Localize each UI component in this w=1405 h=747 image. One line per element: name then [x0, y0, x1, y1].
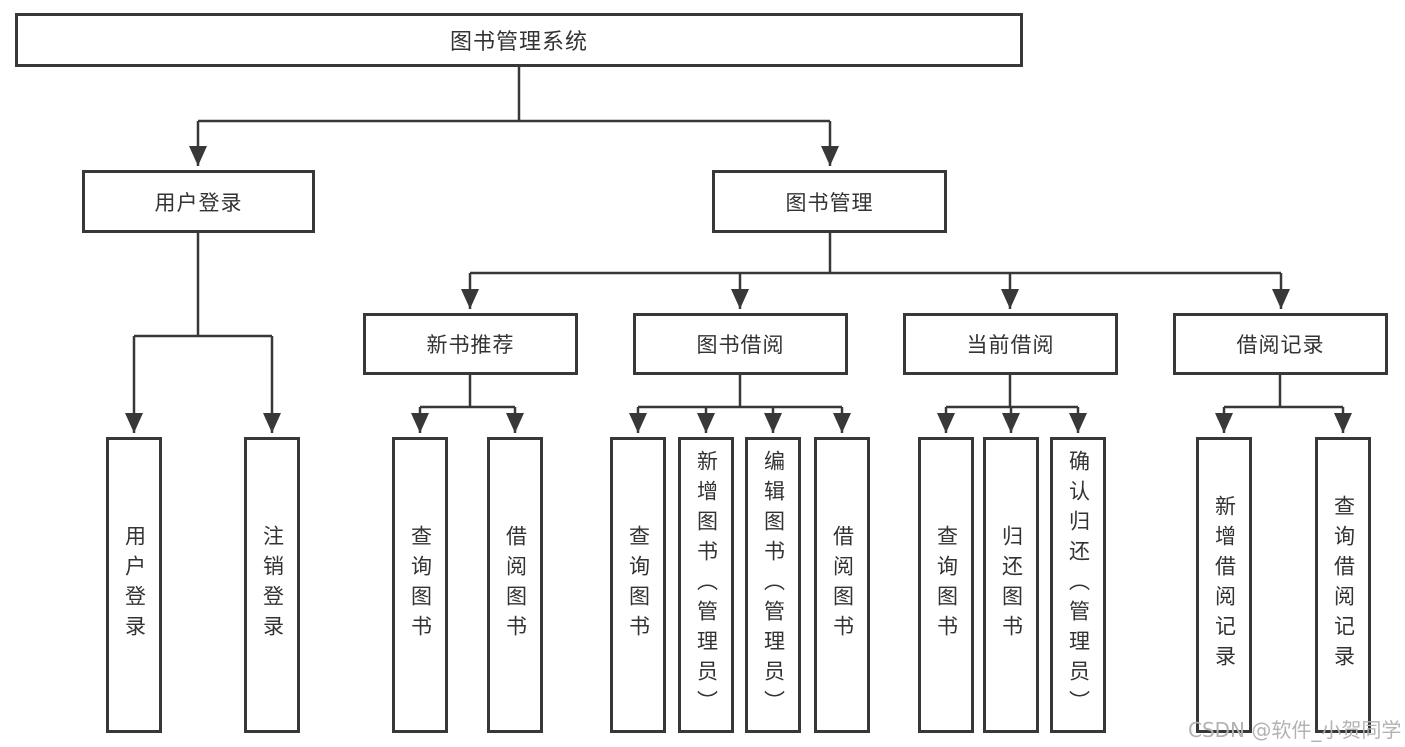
node-label: 新增图书（管理员） [694, 450, 719, 720]
node-book-management: 图书管理 [712, 170, 947, 233]
node-label: 借阅图书 [503, 525, 528, 645]
csdn-watermark: CSDN @软件_小贺同学 [1188, 718, 1402, 742]
node-leaf-query-borrow-record: 查询借阅记录 [1315, 437, 1371, 733]
node-leaf-user-login: 用户登录 [106, 437, 162, 733]
node-label: 借阅图书 [830, 525, 855, 645]
node-leaf-borrow-books-2: 借阅图书 [814, 437, 870, 733]
node-label: 归还图书 [999, 525, 1024, 645]
node-new-book-recommend: 新书推荐 [363, 313, 578, 375]
node-leaf-return-books: 归还图书 [983, 437, 1039, 733]
node-label: 查询图书 [934, 525, 959, 645]
node-leaf-add-books-admin: 新增图书（管理员） [678, 437, 734, 733]
node-label: 新增借阅记录 [1212, 495, 1237, 675]
node-borrow-records: 借阅记录 [1173, 313, 1388, 375]
node-leaf-edit-books-admin: 编辑图书（管理员） [745, 437, 801, 733]
node-label: 用户登录 [122, 525, 147, 645]
node-label: 编辑图书（管理员） [761, 450, 786, 720]
node-label: 确认归还（管理员） [1066, 450, 1091, 720]
node-leaf-borrow-books-1: 借阅图书 [487, 437, 543, 733]
node-book-borrow: 图书借阅 [633, 313, 848, 375]
node-leaf-confirm-return-admin: 确认归还（管理员） [1050, 437, 1106, 733]
node-current-borrow: 当前借阅 [903, 313, 1118, 375]
node-leaf-query-books-2: 查询图书 [610, 437, 666, 733]
node-library-management-system: 图书管理系统 [15, 13, 1023, 67]
node-label: 查询借阅记录 [1331, 495, 1356, 675]
node-leaf-query-books-1: 查询图书 [392, 437, 448, 733]
node-label: 查询图书 [408, 525, 433, 645]
node-user-login: 用户登录 [82, 170, 315, 233]
node-label: 注销登录 [260, 525, 285, 645]
node-label: 查询图书 [626, 525, 651, 645]
node-leaf-query-books-3: 查询图书 [918, 437, 974, 733]
node-leaf-logout: 注销登录 [244, 437, 300, 733]
node-leaf-add-borrow-record: 新增借阅记录 [1196, 437, 1252, 733]
